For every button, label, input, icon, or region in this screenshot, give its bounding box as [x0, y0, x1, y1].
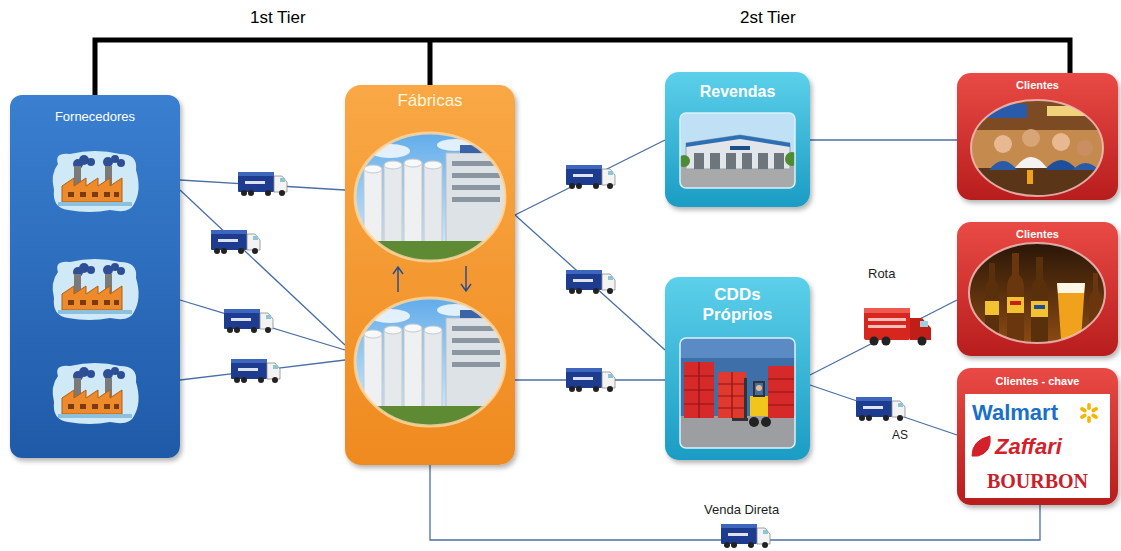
truck-icon: [856, 397, 905, 421]
truck-icon: [224, 309, 273, 333]
node-title: Revendas: [700, 82, 776, 101]
edge-label: Venda Direta: [702, 502, 781, 517]
truck-icon: [566, 368, 615, 392]
flow-line: [430, 465, 1040, 540]
supplier-factory-icon: [53, 259, 139, 320]
truck-icon: [721, 524, 770, 548]
customer-photo: [969, 243, 1105, 343]
node-title: CDDs Próprios: [693, 285, 783, 325]
flow-line: [810, 139, 957, 140]
customer-box: Clientes: [957, 73, 1118, 200]
truck-icon: [231, 359, 280, 383]
brewery-photo: [355, 133, 506, 261]
node-title: Clientes: [1016, 227, 1059, 241]
flow-line: [515, 140, 665, 215]
logo-panel: [965, 394, 1110, 498]
supplier-box: Fornecedores: [10, 95, 180, 458]
flow-line: [515, 379, 665, 380]
walmart-spark: [1079, 403, 1098, 423]
flow-line: [180, 360, 345, 380]
flow-line: [180, 190, 345, 345]
distribution-center-photo: [680, 338, 795, 448]
node-title: Fábricas: [397, 91, 462, 111]
logo-text: Zaffari: [995, 430, 1062, 464]
zaffari-leaf: [972, 436, 990, 456]
node-title: Clientes - chave: [996, 374, 1080, 388]
tier-bracket: [95, 40, 1070, 95]
brewery-photo: [355, 298, 506, 426]
supplier-factory-icon: [53, 363, 139, 424]
tier-label: 2st Tier: [740, 8, 796, 28]
edge-label: Rota: [866, 266, 897, 281]
logo-text: Walmart: [972, 396, 1058, 430]
flow-line: [810, 385, 957, 435]
internal-flow-arrows: [393, 266, 471, 292]
route-truck-icon: [864, 308, 931, 346]
truck-icon: [566, 270, 615, 294]
node-title: Clientes: [1016, 78, 1059, 92]
logo-text: BOURBON: [987, 464, 1088, 498]
node-title: Fornecedores: [55, 109, 135, 125]
flow-line: [810, 300, 957, 375]
truck-icon: [566, 165, 615, 189]
reseller-box: Revendas: [665, 72, 810, 207]
edge-label: AS: [890, 428, 910, 442]
flow-line: [515, 215, 665, 350]
distribution-center-box: CDDs Próprios: [665, 277, 810, 460]
customer-photo: [971, 100, 1103, 196]
truck-icon: [238, 172, 287, 196]
warehouse-photo: [678, 113, 799, 188]
customer-box: Clientes: [957, 222, 1118, 356]
key-customer-box: Clientes - chaveWalmartZaffariBOURBON: [957, 368, 1118, 505]
flow-line: [180, 180, 345, 190]
supplier-factory-icon: [53, 151, 139, 212]
truck-icon: [211, 230, 260, 254]
tier-label: 1st Tier: [250, 8, 306, 28]
flow-line: [180, 300, 345, 350]
factory-box: Fábricas: [345, 85, 515, 465]
